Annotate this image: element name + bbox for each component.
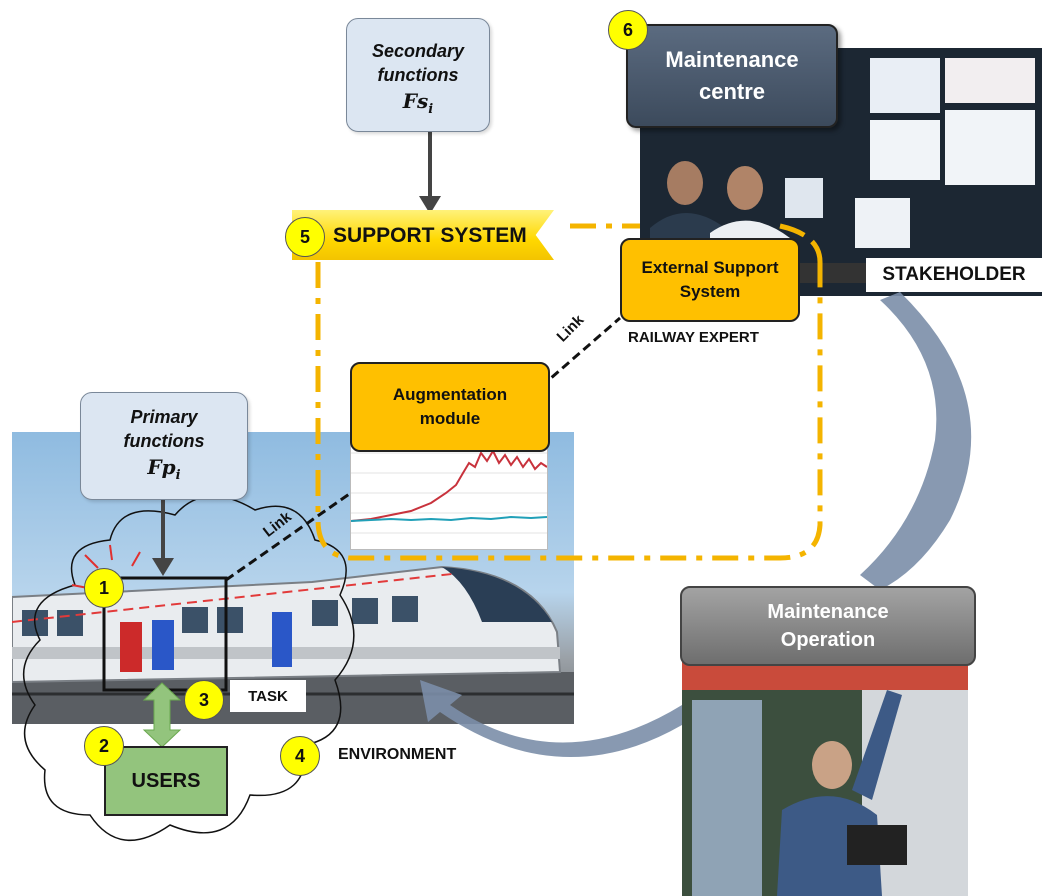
- external-support-label: External Support System: [641, 258, 779, 301]
- secondary-functions-box: Secondary functions Fsi: [346, 18, 490, 132]
- primary-functions-box: Primary functions Fpi: [80, 392, 248, 500]
- badge-5: 5: [285, 217, 325, 257]
- maintenance-operation-photo: [682, 650, 968, 896]
- users-label: USERS: [131, 769, 201, 792]
- users-box: USERS: [104, 746, 228, 816]
- task-label: TASK: [230, 680, 306, 712]
- support-system-boundary: [315, 262, 823, 561]
- augmentation-red-series: [350, 448, 548, 522]
- maintenance-operation-label: Maintenance Operation: [767, 601, 889, 651]
- link-line-task: [225, 488, 356, 582]
- secondary-functions-title: Secondary functions: [371, 41, 465, 85]
- maintenance-centre-label: Maintenance centre: [665, 47, 799, 104]
- external-support-system-box: External Support System: [620, 238, 800, 322]
- secondary-functions-symbol: Fsi: [402, 89, 434, 117]
- railway-expert-label: RAILWAY EXPERT: [628, 329, 759, 346]
- augmentation-label: Augmentation module: [392, 385, 508, 428]
- augmentation-cyan-series: [350, 515, 548, 522]
- support-system-label: SUPPORT SYSTEM: [333, 224, 527, 247]
- augmentation-module-box: Augmentation module: [350, 362, 550, 452]
- stakeholder-label: STAKEHOLDER: [866, 258, 1042, 292]
- badge-6: 6: [608, 10, 648, 50]
- badge-1: 1: [84, 568, 124, 608]
- operation-curve: [420, 680, 682, 758]
- environment-label: ENVIRONMENT: [338, 746, 457, 763]
- badge-2: 2: [84, 726, 124, 766]
- primary-functions-title: Primary functions: [123, 407, 205, 451]
- badge-3: 3: [184, 680, 224, 720]
- stakeholder-curve: [860, 292, 972, 590]
- primary-functions-symbol: Fpi: [147, 455, 181, 483]
- user-task-arrow: [142, 682, 182, 748]
- badge-4: 4: [280, 736, 320, 776]
- maintenance-operation-header: Maintenance Operation: [680, 586, 976, 666]
- support-system-banner: [292, 210, 554, 260]
- maintenance-centre-header: Maintenance centre: [626, 24, 838, 128]
